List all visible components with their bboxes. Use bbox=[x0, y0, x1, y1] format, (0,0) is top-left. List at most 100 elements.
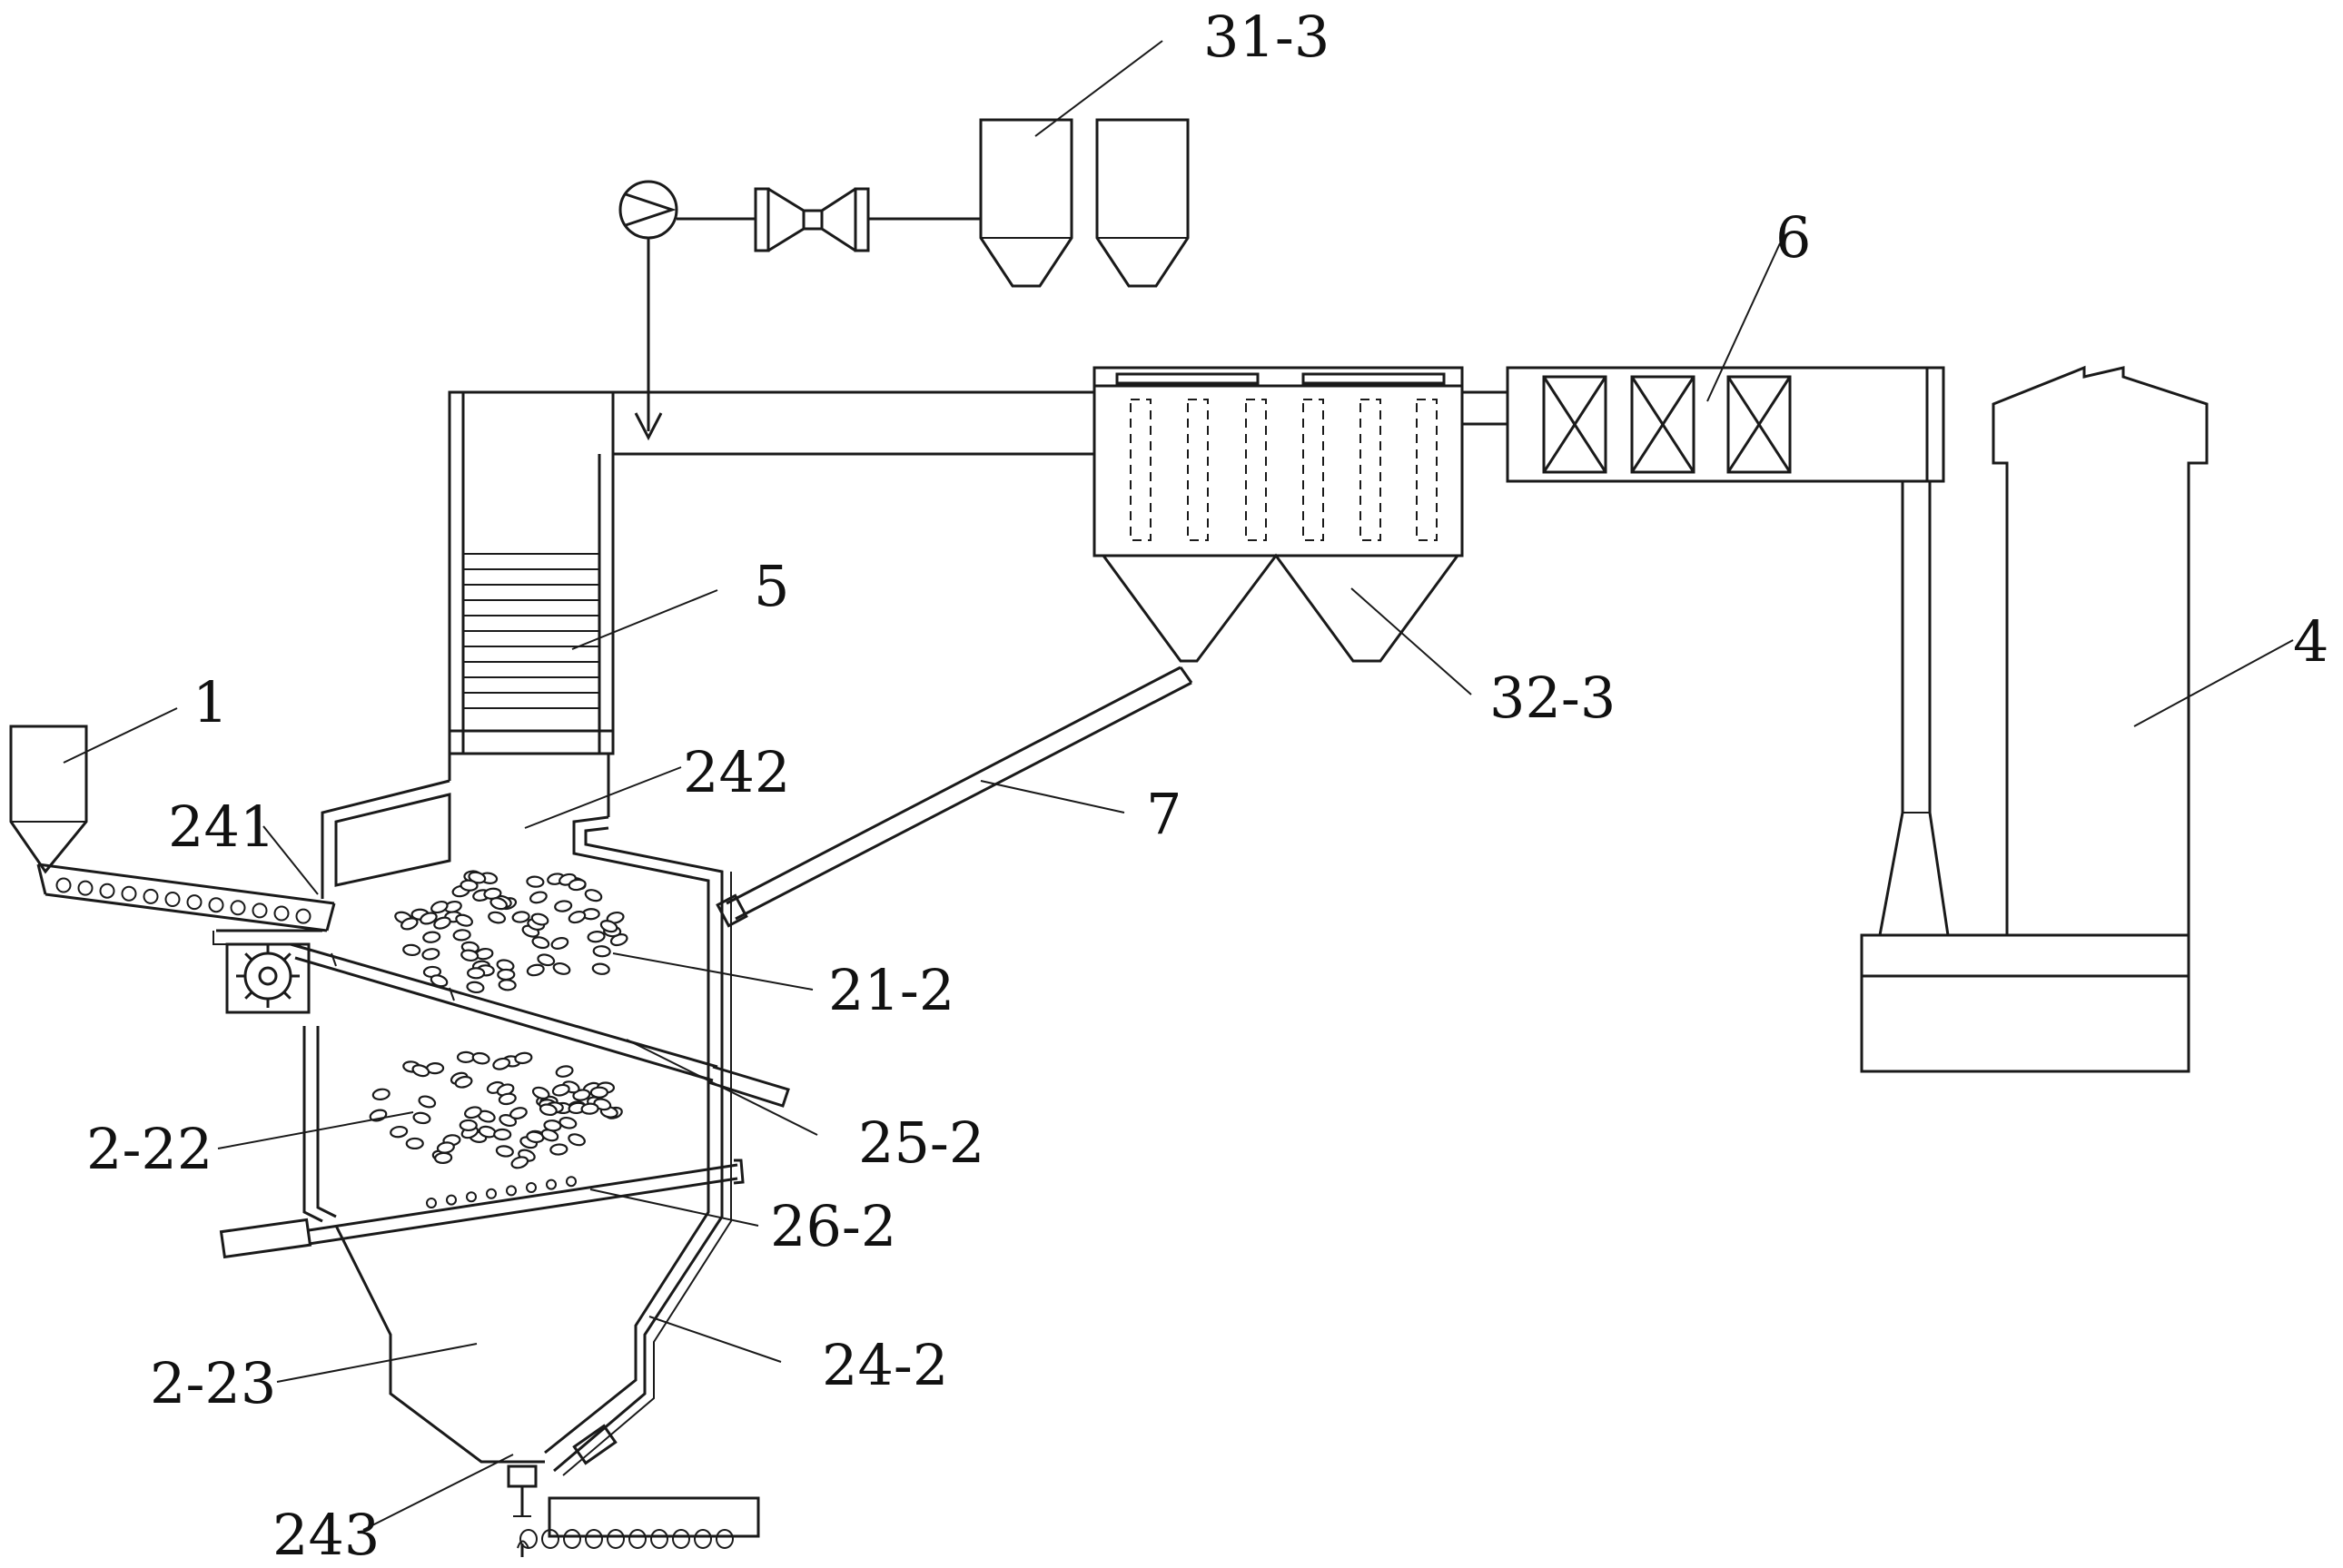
pellet bbox=[466, 981, 485, 994]
conveyor-coil bbox=[541, 1529, 559, 1549]
pellet bbox=[434, 1151, 453, 1165]
pellet bbox=[464, 1106, 482, 1119]
chimney bbox=[1860, 365, 2209, 1073]
conveyor-coil bbox=[672, 1529, 690, 1549]
pellet bbox=[421, 948, 440, 961]
pellet bbox=[526, 963, 545, 977]
conveyor-coil bbox=[628, 1529, 647, 1549]
valve-tooth bbox=[282, 952, 292, 962]
pellet bbox=[430, 901, 449, 914]
label-catalytic-unit: 6 bbox=[1775, 204, 1811, 271]
upper-grate bbox=[290, 942, 790, 1108]
pellet bbox=[539, 1103, 558, 1117]
catalyst-bed-cross bbox=[1726, 376, 1792, 473]
filter-bag bbox=[1245, 399, 1267, 541]
pellet bbox=[568, 878, 587, 892]
conveyor-coil bbox=[607, 1529, 625, 1549]
pellet bbox=[492, 1057, 511, 1070]
venturi-injector bbox=[677, 187, 981, 252]
conveyor-coil-end bbox=[517, 1540, 529, 1549]
filter-bag bbox=[1187, 399, 1209, 541]
pellet bbox=[422, 931, 441, 943]
grate-ball bbox=[446, 1194, 457, 1206]
leader-lines bbox=[63, 40, 2294, 1531]
valve-tooth bbox=[244, 952, 253, 962]
pellet bbox=[511, 911, 530, 923]
pellet bbox=[433, 916, 451, 930]
pellet bbox=[371, 1088, 390, 1101]
pellet bbox=[599, 920, 618, 933]
sorbent-silo-2 bbox=[1095, 118, 1190, 288]
label-pellet-bed-lower: 2-22 bbox=[86, 1116, 213, 1182]
label-furnace-lower-cone: 2-23 bbox=[150, 1350, 276, 1416]
filter-bag bbox=[1130, 399, 1152, 541]
conveyor-coil bbox=[694, 1529, 712, 1549]
label-furnace-upper-zone: 242 bbox=[683, 739, 790, 805]
pellet bbox=[497, 968, 516, 981]
pellet bbox=[390, 1125, 409, 1139]
screw-flight bbox=[230, 900, 246, 916]
feed-hopper bbox=[9, 725, 88, 874]
pellet bbox=[471, 1051, 490, 1065]
screw-flight bbox=[295, 908, 311, 924]
conveyor-coil bbox=[585, 1529, 603, 1549]
pellet bbox=[551, 1083, 570, 1097]
valve-tooth bbox=[244, 991, 253, 1000]
label-return-pipe: 7 bbox=[1146, 781, 1181, 847]
pellet bbox=[436, 1141, 455, 1154]
pellet bbox=[549, 1143, 568, 1156]
pellet bbox=[580, 1102, 599, 1115]
conveyor-coil bbox=[519, 1529, 538, 1549]
screw-flight bbox=[121, 885, 137, 902]
sorbent-silo-1 bbox=[979, 118, 1073, 288]
pellet bbox=[467, 967, 486, 980]
pellet bbox=[402, 943, 421, 957]
grate-ball bbox=[486, 1188, 497, 1199]
dust-collector bbox=[1092, 366, 1464, 663]
pellet bbox=[592, 945, 611, 958]
pellet bbox=[488, 911, 507, 924]
pellet bbox=[531, 1086, 550, 1100]
filter-bag bbox=[1302, 399, 1324, 541]
pump-icon bbox=[618, 180, 678, 441]
pellet bbox=[526, 875, 545, 888]
label-feed-hopper: 1 bbox=[193, 669, 228, 735]
screw-flight bbox=[186, 894, 203, 911]
grate-ball bbox=[466, 1191, 477, 1203]
pellet bbox=[552, 962, 571, 975]
pellet bbox=[584, 889, 603, 902]
rotary-valve bbox=[213, 929, 322, 1014]
pellet bbox=[412, 1111, 431, 1125]
grate-ball bbox=[426, 1198, 437, 1208]
flue-duct bbox=[613, 390, 1094, 456]
screw-flight bbox=[273, 905, 290, 922]
pellet bbox=[587, 931, 606, 943]
screw-flight bbox=[55, 877, 72, 893]
pellet bbox=[526, 1130, 545, 1144]
pellet bbox=[559, 1116, 578, 1129]
pellet bbox=[452, 929, 471, 942]
pellet bbox=[430, 974, 449, 988]
outlet-duct bbox=[1878, 481, 1950, 937]
label-dust-collector: 32-3 bbox=[1489, 665, 1616, 731]
furnace bbox=[302, 754, 732, 1517]
pellet bbox=[411, 1064, 430, 1078]
grate-ball bbox=[566, 1176, 577, 1188]
pellet bbox=[418, 1095, 437, 1109]
screw-flight bbox=[208, 897, 224, 913]
catalyst-bed bbox=[1630, 375, 1695, 474]
pellet-bed-upper bbox=[394, 870, 628, 994]
grate-ball bbox=[506, 1185, 517, 1197]
label-pellet-bed-upper: 21-2 bbox=[828, 957, 954, 1023]
grate-ball bbox=[526, 1182, 537, 1193]
screw-flight bbox=[252, 902, 268, 919]
screw-feeder bbox=[36, 863, 336, 932]
catalyst-bed-cross bbox=[1542, 376, 1607, 473]
screw-flight bbox=[164, 892, 181, 907]
pellet bbox=[606, 911, 625, 924]
pellet bbox=[405, 1137, 424, 1150]
lower-grate bbox=[219, 1159, 745, 1259]
screw-flight bbox=[99, 883, 115, 899]
pellet bbox=[591, 962, 610, 975]
